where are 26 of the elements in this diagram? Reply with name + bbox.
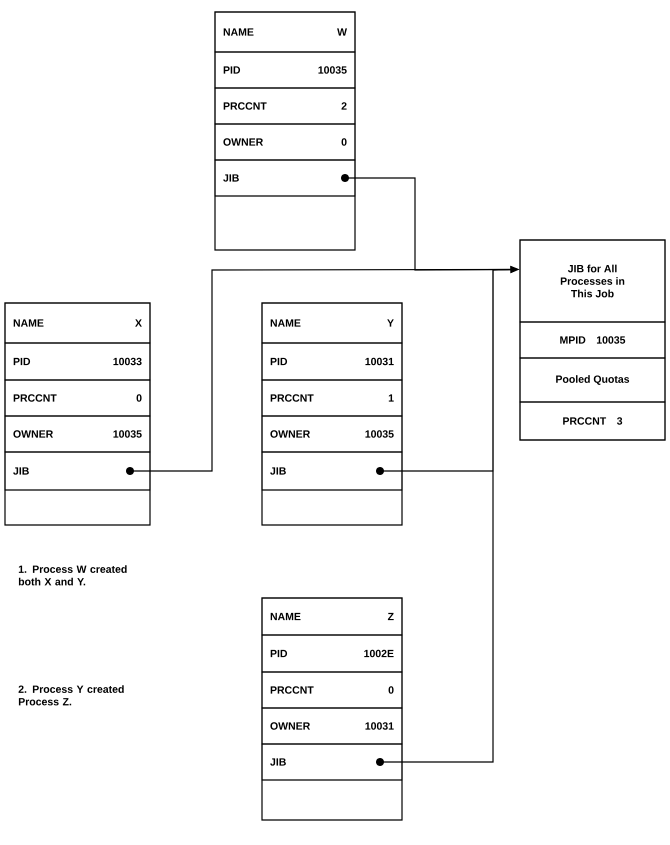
table-row: PRCCNT 3 <box>519 401 666 441</box>
table-row: PRCCNT 2 <box>214 87 356 125</box>
table-row: OWNER 10035 <box>4 415 151 453</box>
table-row: PRCCNT 0 <box>4 379 151 417</box>
table-row: PID 10033 <box>4 342 151 381</box>
table-row: PID 10031 <box>261 342 403 381</box>
table-row: JIB <box>261 451 403 491</box>
table-row: JIB <box>4 451 151 491</box>
note: 1. Process W created both X and Y. <box>18 565 127 586</box>
table-row: JIB <box>214 159 356 197</box>
table-row: PID 10035 <box>214 51 356 89</box>
table-row: NAME W <box>214 11 356 53</box>
table-row: PID 1002E <box>261 634 403 673</box>
table-row: NAME Z <box>261 597 403 636</box>
table-row: OWNER 10031 <box>261 707 403 745</box>
table-row: NAME X <box>4 302 151 344</box>
table-row: JIB <box>261 743 403 781</box>
table-row: PRCCNT 1 <box>261 379 403 417</box>
table-row: MPID 10035 <box>519 321 666 359</box>
table-row: PRCCNT 0 <box>261 671 403 709</box>
table-row: JIB for All Processes in This Job <box>519 239 666 323</box>
table-row: OWNER 10035 <box>261 415 403 453</box>
table-row: OWNER 0 <box>214 123 356 161</box>
note: 2. Process Y created Process Z. <box>18 685 124 706</box>
table-row: Pooled Quotas <box>519 357 666 403</box>
table-row: NAME Y <box>261 302 403 344</box>
